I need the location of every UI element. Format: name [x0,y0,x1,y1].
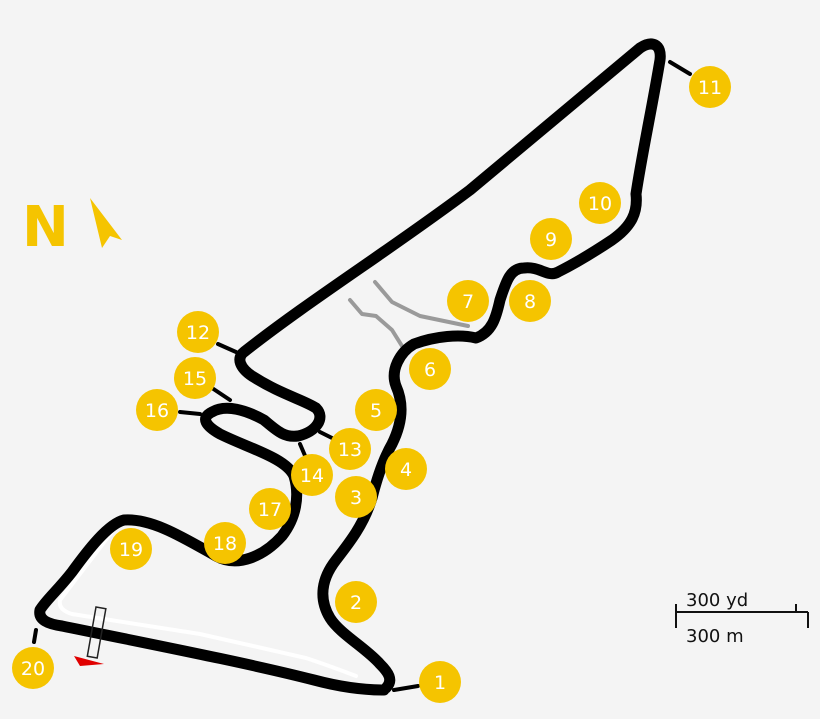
turn-marker-circle [335,476,377,518]
turn-marker-circle [579,182,621,224]
turn-number-label: 20 [21,658,45,680]
turn-marker-circle [204,522,246,564]
turn-number-label: 13 [338,439,362,461]
turn-leader-1 [392,684,420,692]
turn-marker-circle [291,454,333,496]
turn-marker-circle [509,280,551,322]
turn-leader-16 [178,410,202,416]
turn-marker-circle [409,348,451,390]
turn-number-label: 19 [119,539,143,561]
turn-marker-4: 4 [385,448,427,490]
turn-marker-20: 20 [12,647,54,689]
scale-label-yards: 300 yd [686,590,748,611]
pit-lane [57,522,358,678]
turn-number-label: 6 [424,359,436,381]
turn-number-label: 2 [350,592,362,614]
turn-marker-11: 11 [689,66,731,108]
turn-marker-7: 7 [447,280,489,322]
alternate-layout [348,280,470,348]
turn-marker-circle [174,357,216,399]
turn-number-label: 18 [213,533,237,555]
turn-number-label: 11 [698,77,722,99]
turn-number-label: 9 [545,229,557,251]
turn-marker-15: 15 [174,357,216,399]
turn-leader-20 [32,628,38,644]
turn-number-label: 14 [300,465,324,487]
turn-marker-8: 8 [509,280,551,322]
turn-number-label: 15 [183,368,207,390]
turn-marker-12: 12 [177,311,219,353]
turn-number-label: 10 [588,193,612,215]
turn-leader-11 [668,60,692,76]
turn-number-label: 16 [145,400,169,422]
turn-marker-3: 3 [335,476,377,518]
turn-number-label: 8 [524,291,536,313]
turn-marker-18: 18 [204,522,246,564]
turn-number-label: 7 [462,291,474,313]
north-arrow-icon [90,198,122,248]
turn-marker-14: 14 [291,454,333,496]
turn-marker-circle [249,488,291,530]
turn-marker-1: 1 [419,661,461,703]
turn-marker-circle [385,448,427,490]
turn-marker-circle [530,218,572,260]
turn-marker-circle [355,389,397,431]
turn-marker-circle [447,280,489,322]
turn-leader-12 [216,342,238,354]
turn-marker-circle [335,581,377,623]
scale-bar: 300 yd 300 m [675,590,809,647]
turn-marker-17: 17 [249,488,291,530]
track-outline [34,38,666,696]
turn-marker-9: 9 [530,218,572,260]
turn-marker-5: 5 [355,389,397,431]
turn-marker-13: 13 [329,428,371,470]
turn-marker-circle [329,428,371,470]
turn-marker-6: 6 [409,348,451,390]
turn-number-label: 17 [258,499,282,521]
turn-leader-15 [210,386,232,402]
turn-number-label: 3 [350,487,362,509]
turn-number-label: 1 [434,672,446,694]
alternate-layout-b [373,280,470,328]
alternate-layout-a [348,298,404,348]
turn-marker-2: 2 [335,581,377,623]
turn-marker-10: 10 [579,182,621,224]
north-label: N [22,195,69,260]
scale-label-meters: 300 m [686,626,744,647]
turn-number-label: 5 [370,400,382,422]
turn-marker-circle [12,647,54,689]
turn-marker-circle [177,311,219,353]
start-flag-icon [74,656,104,666]
turn-marker-circle [136,389,178,431]
start-finish-line [86,606,107,659]
turn-number-label: 4 [400,459,412,481]
turn-marker-19: 19 [110,528,152,570]
turn-number-label: 12 [186,322,210,344]
turn-marker-circle [110,528,152,570]
turn-marker-circle [689,66,731,108]
turn-marker-circle [419,661,461,703]
turn-marker-16: 16 [136,389,178,431]
